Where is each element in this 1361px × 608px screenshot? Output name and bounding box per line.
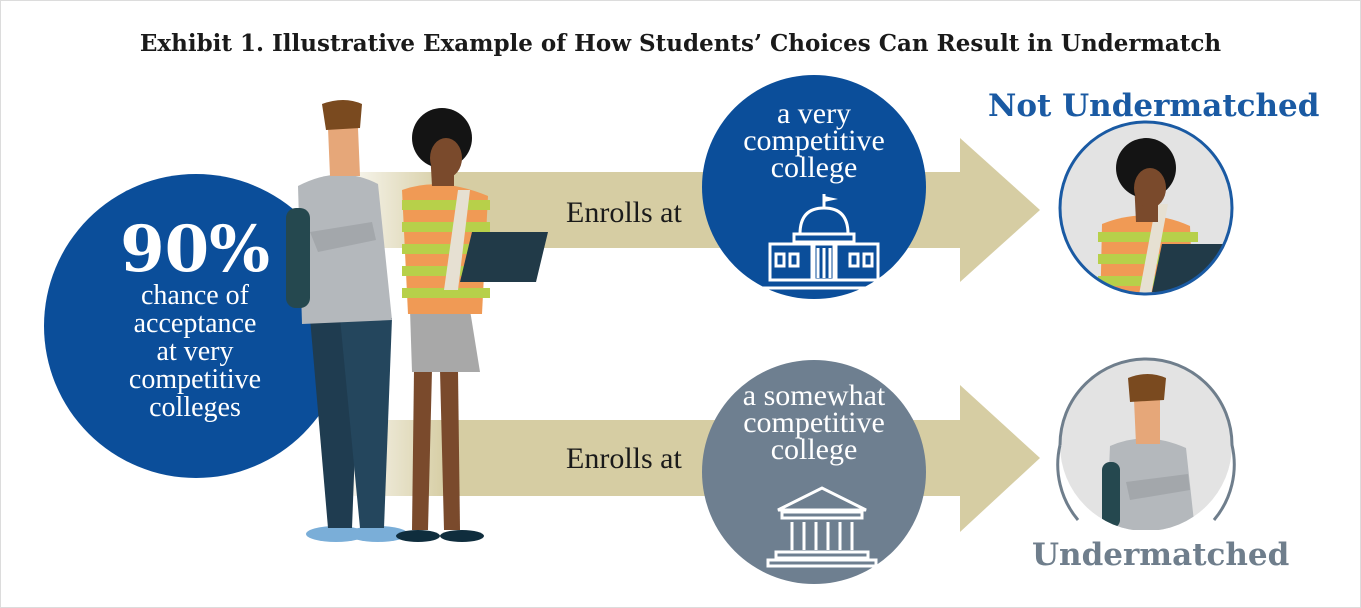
enrolls-at-label-top: Enrolls at — [566, 196, 682, 229]
college-somewhat-line-1: a somewhat — [742, 379, 886, 412]
classical-building-icon — [766, 486, 878, 568]
college-somewhat-line-2: competitive — [743, 406, 885, 439]
stat-circle — [44, 174, 348, 478]
acceptance-line-4: competitive — [128, 364, 262, 395]
capitol-building-icon — [760, 194, 888, 290]
college-very-line-3: college — [770, 151, 858, 184]
acceptance-line-5: colleges — [149, 392, 241, 423]
college-very-line-2: competitive — [743, 124, 885, 157]
outcome-not-undermatched: Not Undermatched — [988, 88, 1320, 124]
acceptance-line-1: chance of — [140, 280, 250, 311]
acceptance-description: chance of acceptance at very competitive… — [80, 282, 310, 422]
college-label-very: a very competitive college — [714, 97, 914, 184]
acceptance-line-2: acceptance — [133, 308, 257, 339]
college-somewhat-line-3: college — [770, 433, 858, 466]
acceptance-percent: 90% — [120, 212, 270, 287]
arrow-bottom — [330, 385, 1040, 532]
enrolls-at-label-bottom: Enrolls at — [566, 442, 682, 475]
exhibit-title: Exhibit 1. Illustrative Example of How S… — [139, 30, 1222, 57]
portrait-not-undermatched — [1058, 120, 1234, 296]
acceptance-line-3: at very — [156, 336, 234, 367]
college-circle-somewhat — [702, 360, 926, 584]
students-illustration — [286, 100, 548, 542]
outcome-undermatched: Undermatched — [1032, 537, 1290, 573]
college-label-somewhat: a somewhat competitive college — [714, 379, 914, 466]
college-very-line-1: a very — [776, 97, 852, 130]
portrait-undermatched — [1040, 357, 1250, 550]
